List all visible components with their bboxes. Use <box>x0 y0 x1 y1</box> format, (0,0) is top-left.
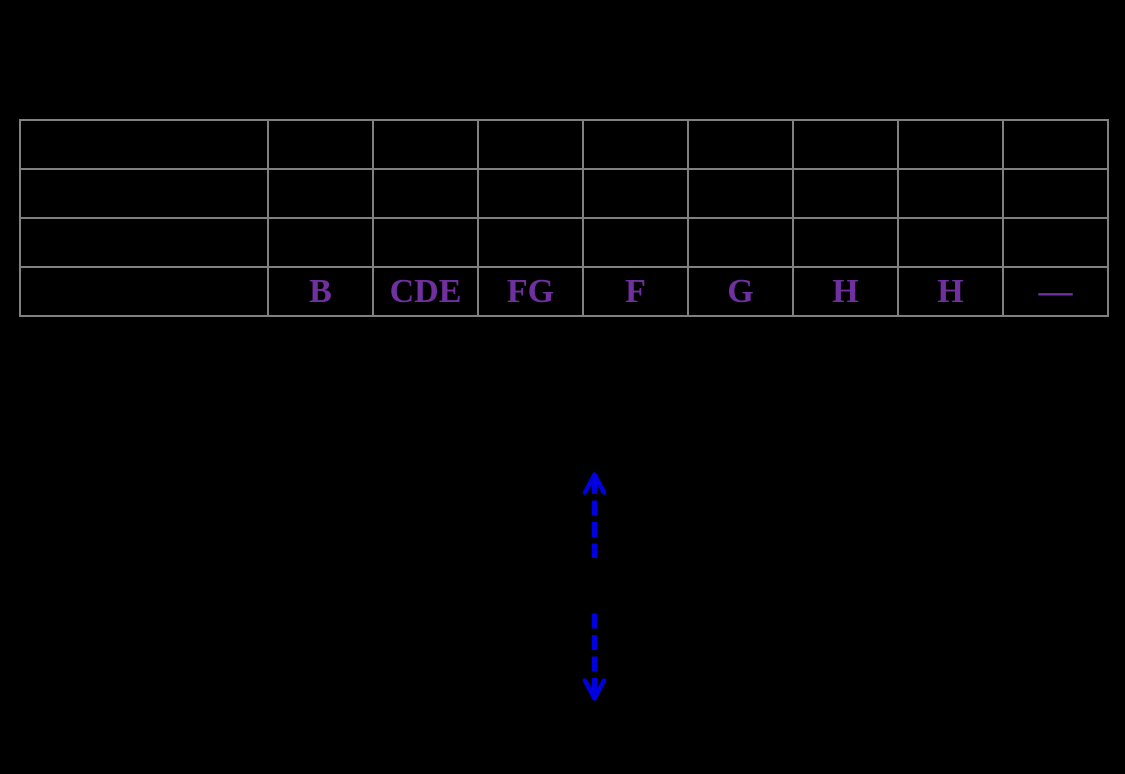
table-cell-label: CDE <box>372 266 479 317</box>
table-cell-label: G <box>687 266 794 317</box>
table-cell <box>372 217 479 268</box>
arrow-up-head-icon <box>582 472 607 495</box>
table-cell-label: F <box>582 266 689 317</box>
table-cell-label: FG <box>477 266 584 317</box>
table-cell <box>19 266 269 317</box>
table-cell-label: H <box>897 266 1004 317</box>
table-cell <box>19 217 269 268</box>
table-cell <box>792 119 899 170</box>
table-cell <box>477 168 584 219</box>
table-cell <box>582 119 689 170</box>
table-cell <box>19 168 269 219</box>
data-table: B CDE FG F G H H — <box>19 119 1109 317</box>
table-cell <box>267 168 374 219</box>
table-cell-label: B <box>267 266 374 317</box>
table-cell <box>1002 217 1109 268</box>
table-cell <box>1002 119 1109 170</box>
table-cell <box>687 217 794 268</box>
table-cell-label: H <box>792 266 899 317</box>
table-cell <box>1002 168 1109 219</box>
table-row <box>19 119 1109 170</box>
table-cell <box>267 217 374 268</box>
table-cell <box>792 217 899 268</box>
table-cell <box>897 119 1004 170</box>
table-cell <box>19 119 269 170</box>
table-cell <box>687 168 794 219</box>
table-cell <box>267 119 374 170</box>
table-cell <box>477 119 584 170</box>
table-cell-label: — <box>1002 266 1109 317</box>
table-cell <box>897 217 1004 268</box>
table-cell <box>792 168 899 219</box>
table-cell <box>687 119 794 170</box>
table-cell <box>372 119 479 170</box>
table-cell <box>477 217 584 268</box>
table-cell <box>372 168 479 219</box>
table-cell <box>897 168 1004 219</box>
arrow-down-head-icon <box>582 678 607 701</box>
table-row <box>19 217 1109 268</box>
table-row: B CDE FG F G H H — <box>19 266 1109 317</box>
table-row <box>19 168 1109 219</box>
table-cell <box>582 217 689 268</box>
table-cell <box>582 168 689 219</box>
